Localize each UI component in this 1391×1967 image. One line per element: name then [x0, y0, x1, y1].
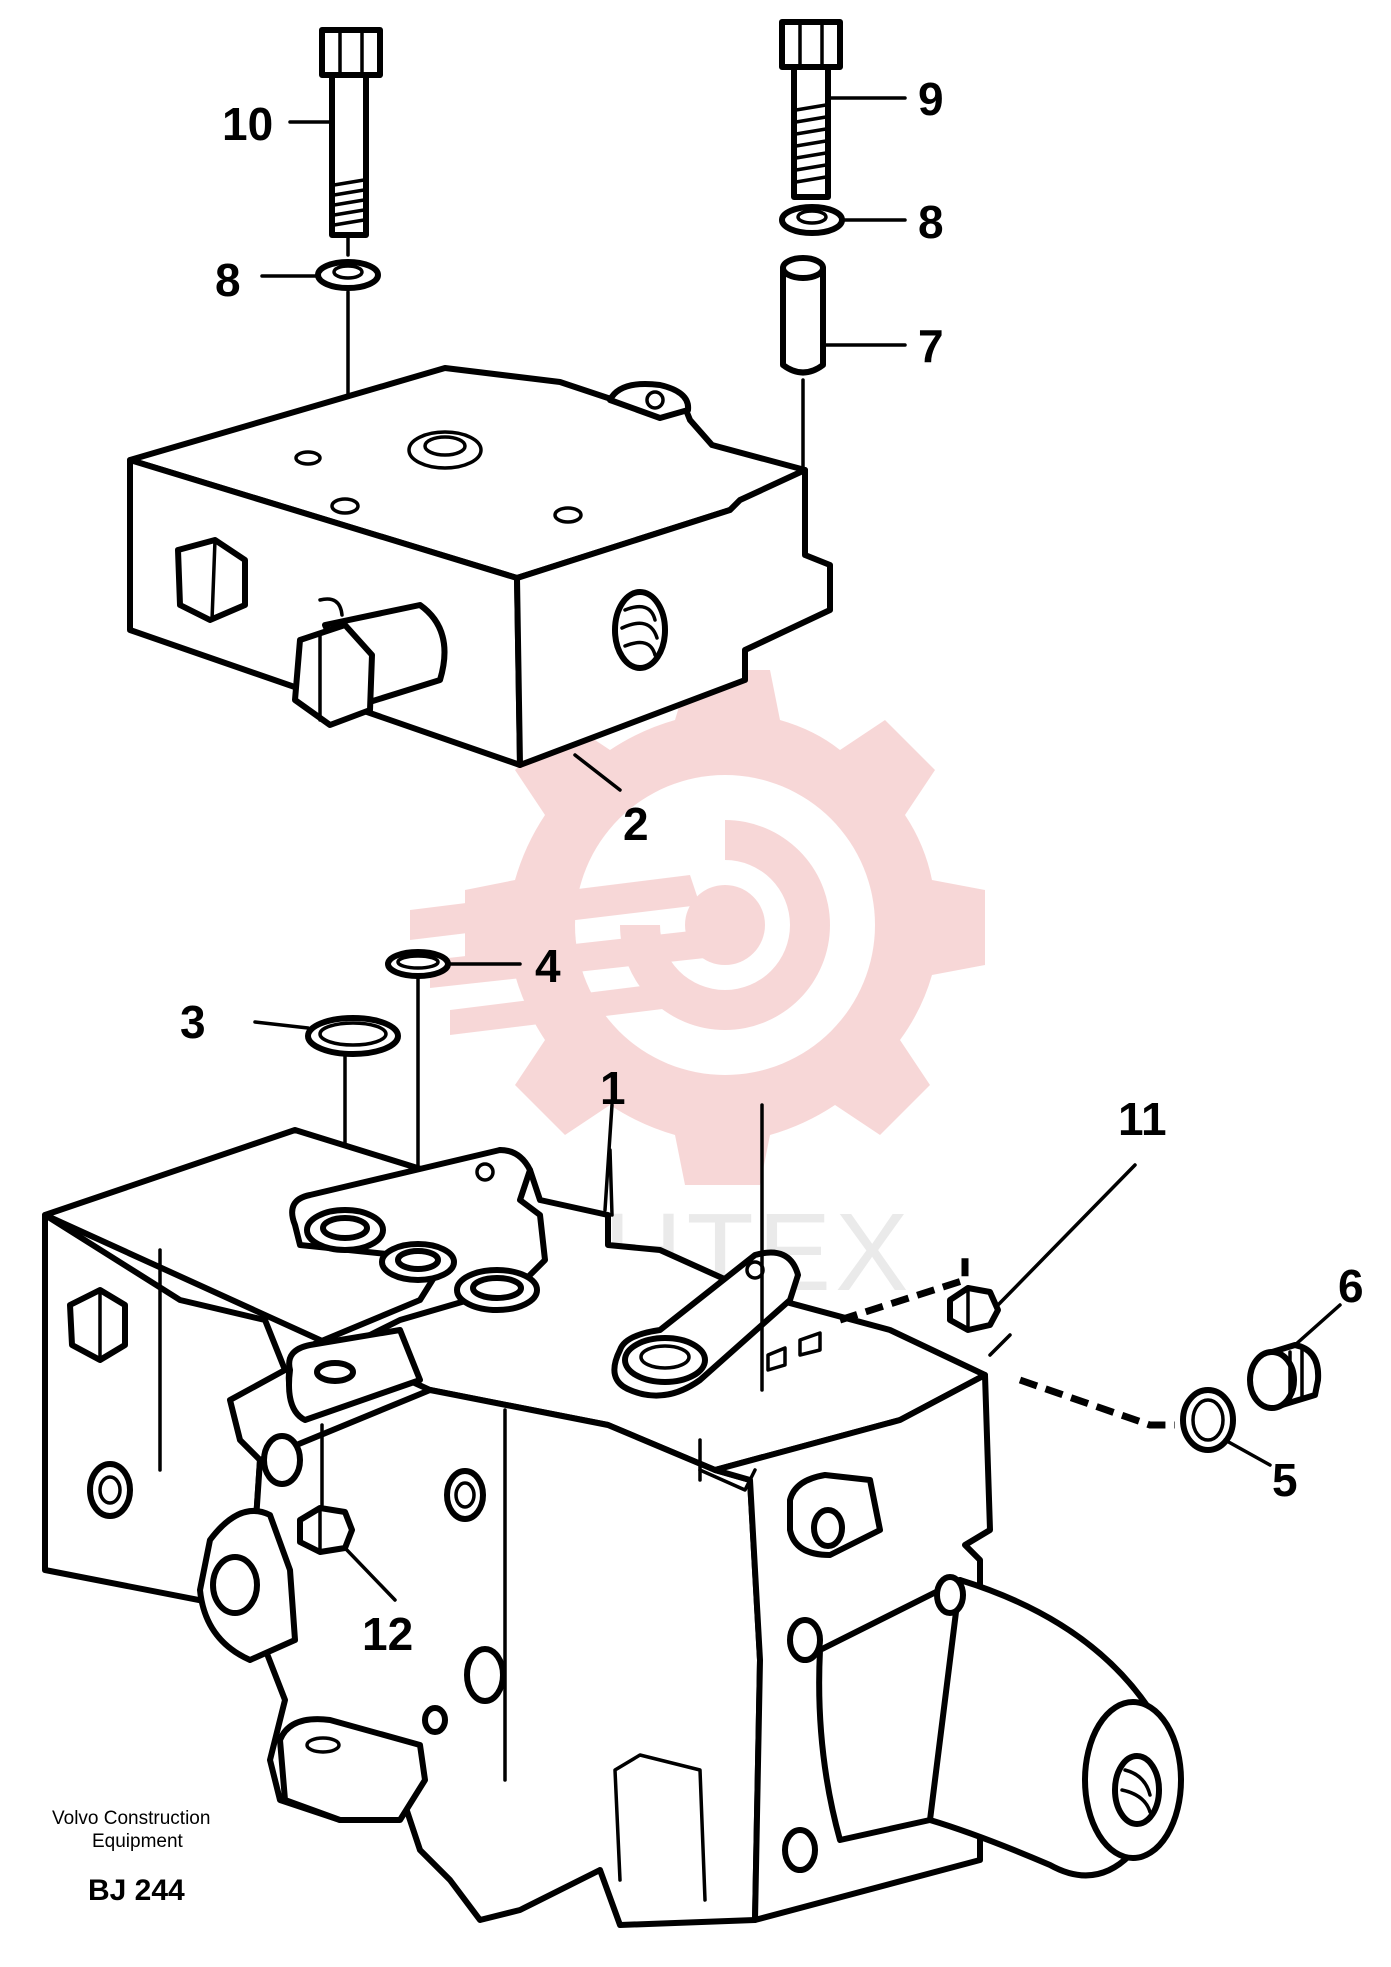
footer-line-1: Volvo Construction	[52, 1808, 210, 1829]
diagram-code: BJ 244	[88, 1874, 185, 1907]
callout-1: 1	[600, 1062, 626, 1114]
callout-3: 3	[180, 996, 206, 1048]
bolt-10	[319, 27, 383, 257]
callout-4: 4	[535, 940, 561, 992]
valve-body-1	[42, 1103, 1184, 1928]
callout-9: 9	[918, 73, 944, 125]
valve-cover-block-2	[127, 365, 833, 768]
o-ring-4	[385, 949, 451, 1262]
watermark-logo: ИНТЕХ	[410, 670, 985, 1314]
bolt-9	[779, 19, 843, 200]
plug-6	[1247, 1342, 1322, 1411]
nut-12	[297, 1423, 355, 1555]
callout-10: 10	[222, 98, 273, 150]
callout-8-left: 8	[215, 254, 241, 306]
callout-5: 5	[1272, 1454, 1298, 1506]
callout-12: 12	[362, 1608, 413, 1660]
sleeve-7	[780, 255, 826, 472]
install-path-dashed	[838, 1255, 969, 1324]
callout-8-right: 8	[918, 196, 944, 248]
washer-8-right	[779, 204, 845, 236]
footer-line-2: Equipment	[92, 1831, 184, 1852]
callout-7: 7	[918, 320, 944, 372]
sealing-ring-5	[1180, 1387, 1236, 1453]
install-path-dashed-lower	[1018, 1376, 1175, 1429]
callout-leaders	[253, 96, 1342, 1602]
o-ring-3	[305, 1015, 401, 1207]
nut-11	[947, 1285, 1001, 1333]
callout-2: 2	[623, 798, 649, 850]
callout-11: 11	[1118, 1093, 1167, 1145]
callout-6: 6	[1338, 1260, 1364, 1312]
